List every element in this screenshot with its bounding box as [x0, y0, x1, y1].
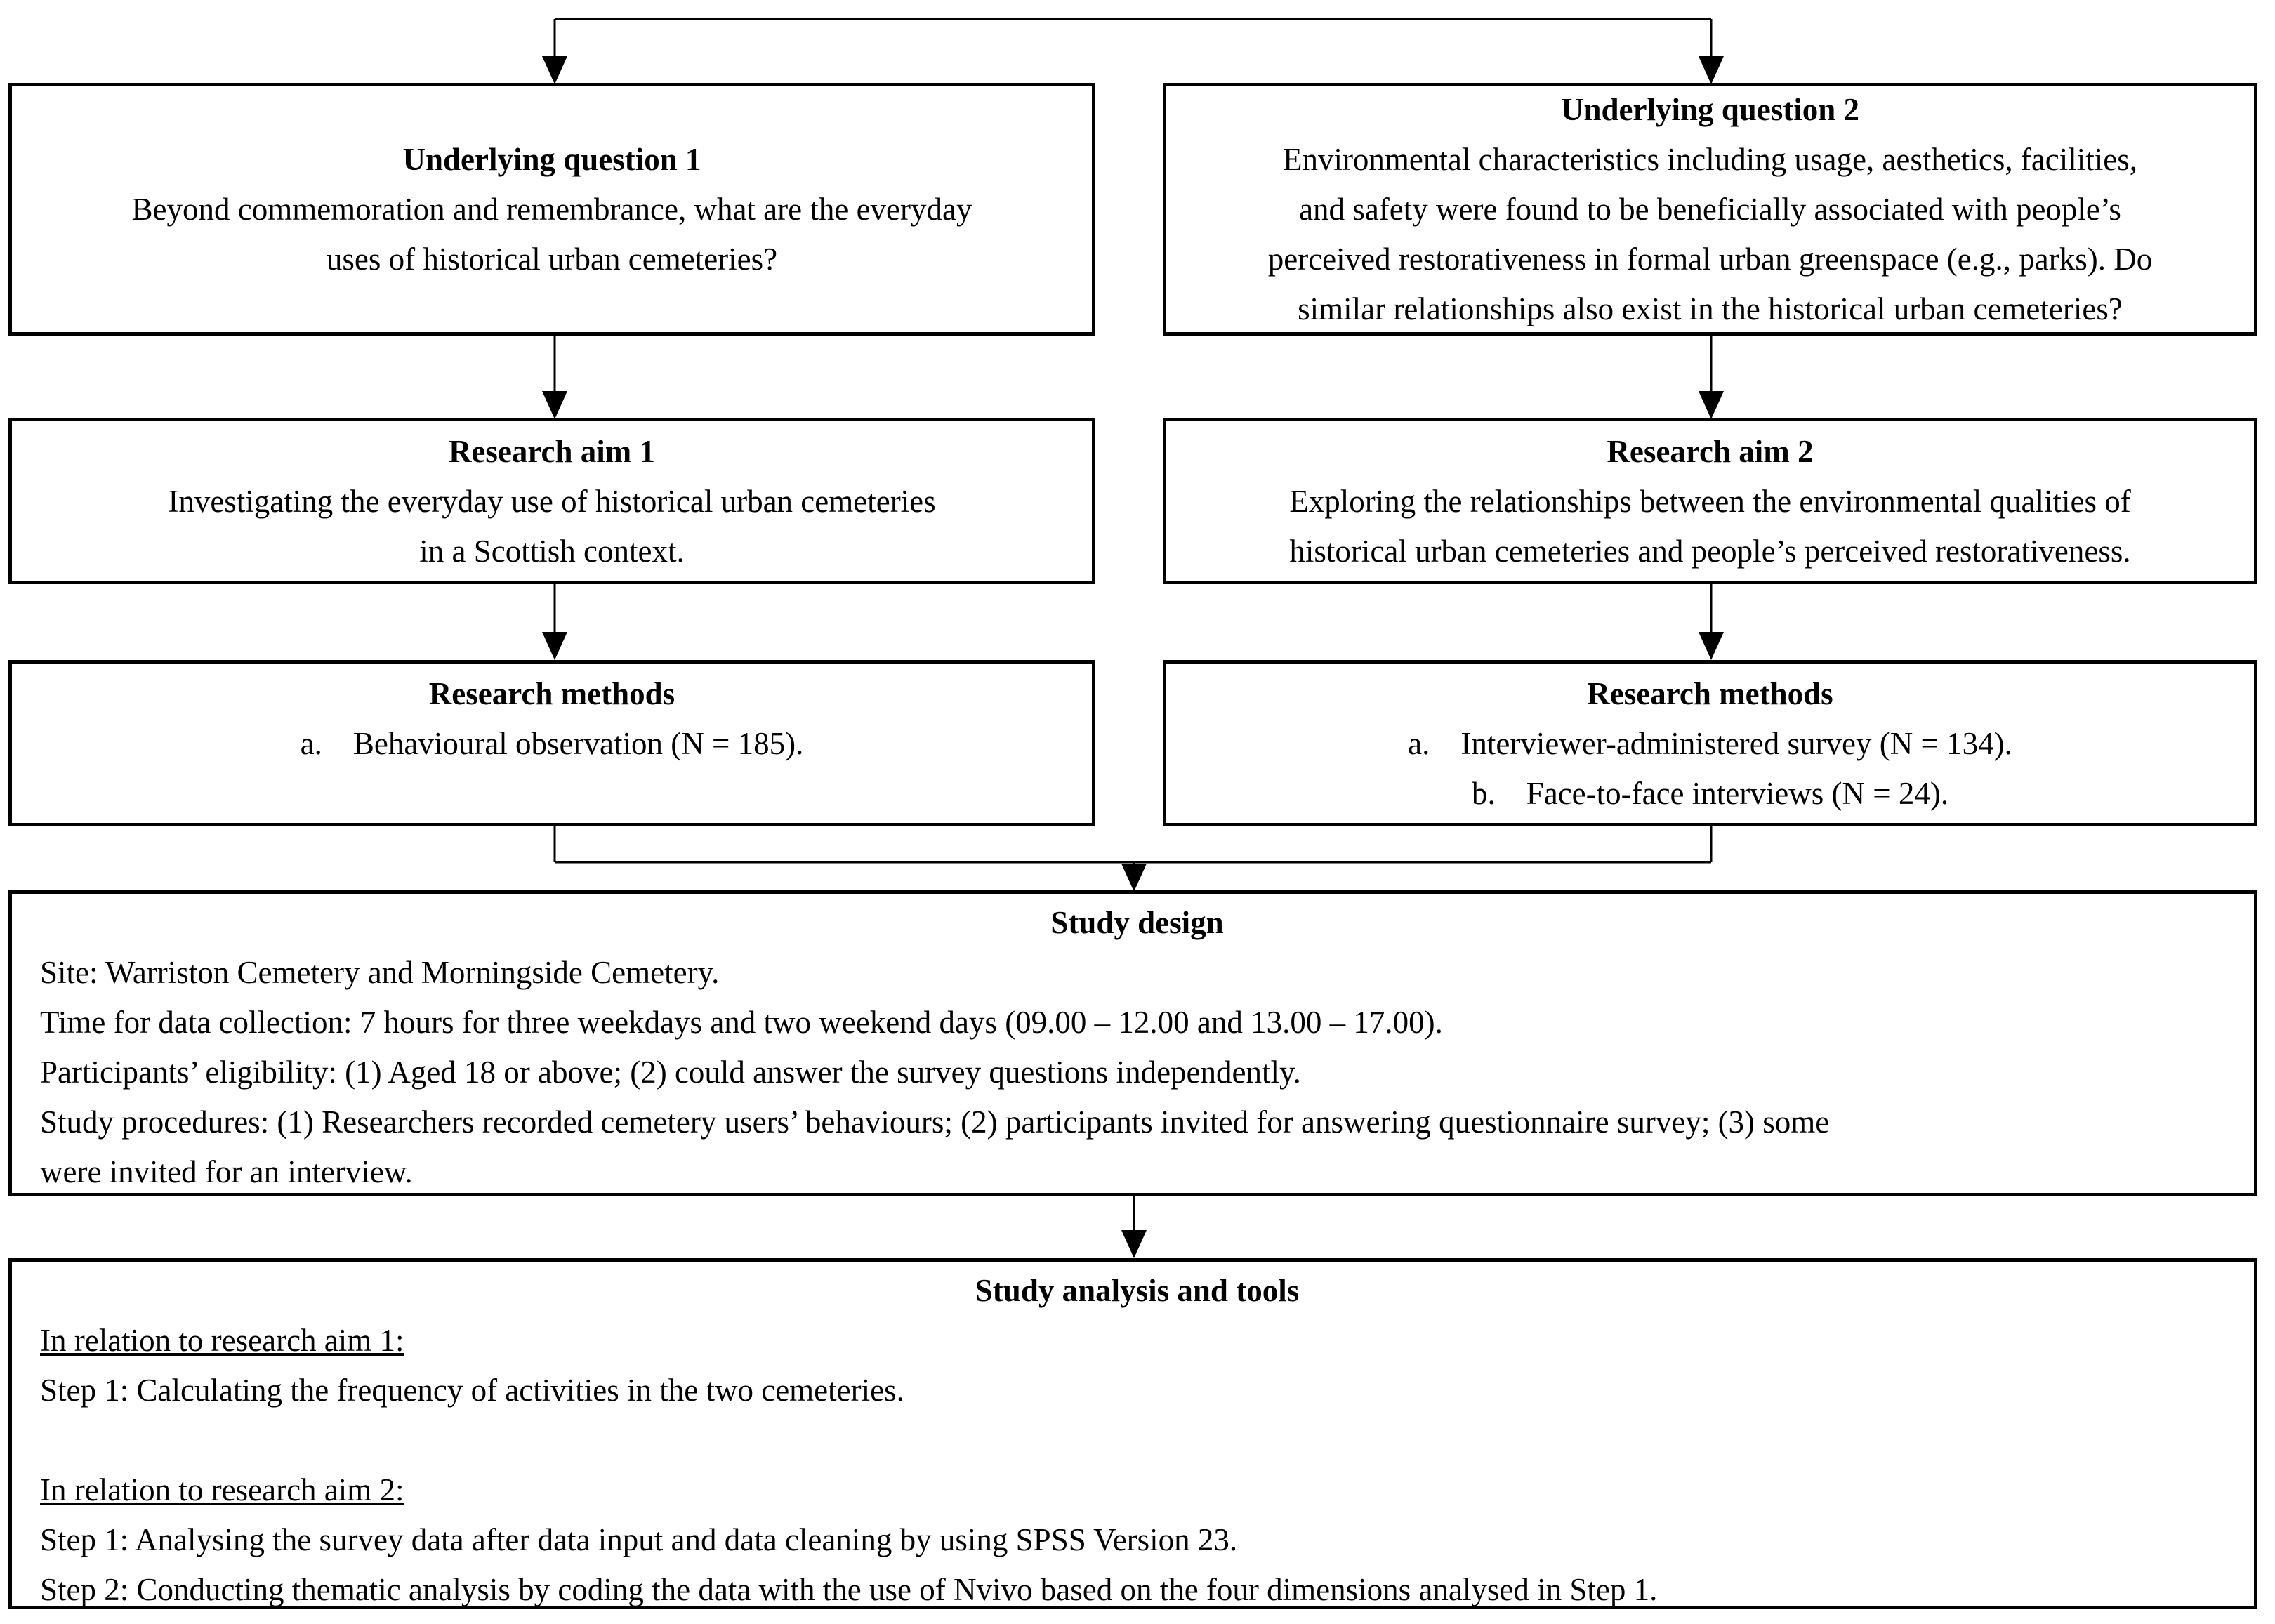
box-text-line: Participants’ eligibility: (1) Aged 18 o…: [40, 1055, 1301, 1090]
box-text-line: Environmental characteristics including …: [1282, 141, 2138, 177]
method-item-label: a.: [300, 726, 322, 761]
box-title: Study design: [1050, 905, 1224, 940]
top-fork-line: [553, 18, 1713, 58]
arrowhead-down-icon: [1699, 632, 1724, 660]
box-text-line: Time for data collection: 7 hours for th…: [40, 1005, 1443, 1040]
box-text-line: Site: Warriston Cemetery and Morningside…: [40, 955, 720, 990]
box-text-line: Exploring the relationships between the …: [1289, 484, 2131, 519]
box-text-line: were invited for an interview.: [40, 1154, 413, 1189]
method-item-label: b.: [1471, 776, 1496, 811]
arrowhead-down-icon: [1699, 56, 1724, 84]
method-item-text: Behavioural observation (N = 185).: [352, 726, 804, 761]
methods-merge-line: [553, 826, 1713, 865]
blank-line: [40, 1415, 2234, 1465]
box-title: Underlying question 2: [1560, 91, 1860, 127]
arrowhead-down-icon: [542, 632, 567, 660]
method-item: a. Interviewer-administered survey (N = 1…: [1166, 719, 2254, 769]
method-item-label: a.: [1408, 726, 1430, 761]
box-text-line: Step 1: Calculating the frequency of act…: [40, 1373, 904, 1408]
method-item: a. Behavioural observation (N = 185).: [12, 719, 1092, 769]
method-item-text: Face-to-face interviews (N = 24).: [1526, 776, 1949, 811]
box-text-line: perceived restorativeness in formal urba…: [1267, 241, 2153, 277]
method-item-text: Interviewer-administered survey (N = 134…: [1460, 726, 2012, 761]
arrowhead-down-icon: [1121, 864, 1147, 892]
section-heading-text: In relation to research aim 2:: [40, 1472, 404, 1507]
box-title: Research aim 1: [448, 434, 656, 469]
section-heading-text: In relation to research aim 1:: [40, 1323, 404, 1358]
box-underlying-question-1: Underlying question 1 Beyond commemorati…: [8, 83, 1095, 336]
box-underlying-question-2: Underlying question 2 Environmental char…: [1163, 83, 2257, 336]
box-text-line: uses of historical urban cemeteries?: [326, 241, 778, 277]
arrowhead-down-icon: [1121, 1230, 1147, 1258]
box-title: Underlying question 1: [402, 141, 701, 177]
box-title: Study analysis and tools: [975, 1273, 1300, 1308]
box-research-methods-2: Research methods a. Interviewer-administe…: [1163, 660, 2257, 826]
box-text-line: Step 2: Conducting thematic analysis by …: [40, 1572, 1658, 1607]
box-text-line: historical urban cemeteries and people’s…: [1289, 534, 2131, 569]
box-text-line: Beyond commemoration and remembrance, wh…: [131, 191, 972, 227]
box-text-line: and safety were found to be beneficially…: [1299, 191, 2121, 227]
box-text-line: Study procedures: (1) Researchers record…: [40, 1104, 1830, 1140]
box-text-line: Investigating the everyday use of histor…: [168, 484, 936, 519]
box-text-line: similar relationships also exist in the …: [1298, 291, 2123, 326]
box-study-design: Study design Site: Warriston Cemetery an…: [8, 890, 2257, 1196]
section-heading: In relation to research aim 1:: [40, 1316, 2234, 1366]
box-title: Research aim 2: [1607, 434, 1814, 469]
section-heading: In relation to research aim 2:: [40, 1465, 2234, 1515]
box-research-methods-1: Research methods a. Behavioural observati…: [8, 660, 1095, 826]
arrowhead-down-icon: [1699, 391, 1724, 419]
box-text-line: in a Scottish context.: [419, 534, 685, 569]
box-title: Research methods: [1587, 676, 1833, 711]
box-study-analysis-and-tools: Study analysis and tools In relation to …: [8, 1258, 2257, 1609]
arrowhead-down-icon: [542, 391, 567, 419]
box-text-line: Step 1: Analysing the survey data after …: [40, 1522, 1238, 1557]
box-research-aim-2: Research aim 2 Exploring the relationshi…: [1163, 418, 2257, 584]
method-item: b. Face-to-face interviews (N = 24).: [1166, 769, 2254, 819]
arrowhead-down-icon: [542, 56, 567, 84]
box-title: Research methods: [428, 676, 675, 711]
box-research-aim-1: Research aim 1 Investigating the everyda…: [8, 418, 1095, 584]
